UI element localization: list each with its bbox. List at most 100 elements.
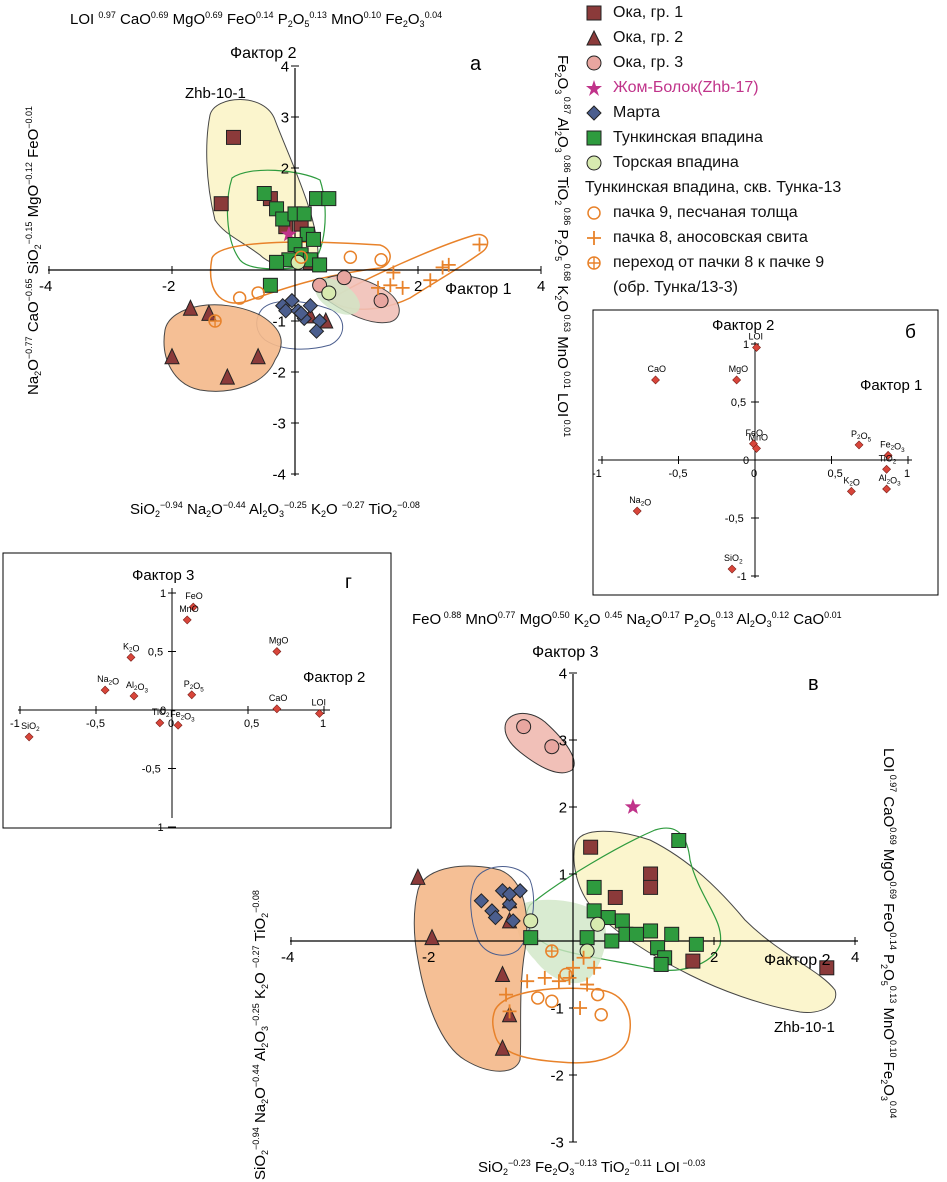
point-triangle-series-1 bbox=[219, 367, 236, 385]
loading-label: SiO2 bbox=[21, 721, 40, 733]
point-circle-series-6 bbox=[579, 943, 595, 959]
y-tick-label: -2 bbox=[551, 1067, 564, 1084]
loading-point-al2o3 bbox=[129, 691, 139, 701]
loading-label: LOI bbox=[311, 698, 326, 708]
legend-item: Марта bbox=[583, 100, 943, 125]
point-square-series-5 bbox=[256, 186, 272, 201]
x-tick-label: -2 bbox=[422, 949, 435, 966]
loading-point-na2o bbox=[632, 506, 642, 516]
point-plus-series-8 bbox=[423, 273, 438, 288]
y-tick-label: 0,5 bbox=[148, 646, 163, 658]
point-square-series-5 bbox=[269, 254, 285, 270]
loading-label: Al2O3 bbox=[879, 473, 902, 488]
point-square-series-5 bbox=[523, 930, 539, 946]
loading-point-mno bbox=[182, 615, 192, 625]
x-tick-label: -0,5 bbox=[669, 468, 688, 480]
point-square-series-5 bbox=[614, 913, 630, 929]
x-tick-label: 4 bbox=[851, 949, 859, 966]
x-tick-label: 0,5 bbox=[244, 718, 259, 730]
legend-item: Тункинская впадина, скв. Тунка-13 bbox=[585, 179, 842, 196]
loading-point-k2o bbox=[846, 486, 856, 496]
loading-label: FeO bbox=[185, 591, 203, 601]
point-circle-series-2 bbox=[373, 293, 389, 309]
x-tick-label: 0 bbox=[751, 468, 757, 480]
loading-point-fe2o3 bbox=[883, 450, 893, 460]
panel-a-ylabel: Фактор 2 bbox=[230, 45, 297, 62]
point-square-series-5 bbox=[604, 933, 620, 949]
point-open-circle-series-7 bbox=[343, 250, 358, 264]
point-open-circle-series-7 bbox=[559, 967, 573, 982]
point-diamond-series-4 bbox=[501, 886, 518, 902]
point-diamond-series-4 bbox=[505, 913, 521, 929]
loading-point-p2o5 bbox=[854, 440, 864, 450]
panel-v-scatter: FeO 0.88 MnO0.77 MgO0.50 K2O 0.45 Na2O0.… bbox=[251, 610, 898, 1180]
point-diamond-series-4 bbox=[473, 893, 490, 909]
point-triangle-series-1 bbox=[424, 928, 440, 946]
point-plus-series-8 bbox=[551, 974, 566, 989]
loading-label: K2O bbox=[123, 641, 140, 653]
point-plus-series-8 bbox=[472, 237, 487, 252]
point-square-series-5 bbox=[653, 956, 669, 972]
loading-point-sio2 bbox=[24, 732, 34, 742]
point-triangle-series-1 bbox=[182, 299, 199, 316]
loading-point-mgo bbox=[272, 647, 282, 656]
loading-label: CaO bbox=[648, 364, 667, 374]
loading-label: MgO bbox=[729, 364, 749, 374]
loading-label: LOI bbox=[749, 331, 764, 341]
point-diamond-series-4 bbox=[308, 323, 325, 339]
panel-a-scatter: LOI 0.97 CaO0.69 MgO0.69 FeO0.14 P2O50.1… bbox=[24, 10, 572, 519]
y-tick-label: -2 bbox=[273, 364, 286, 381]
y-tick-label: -1 bbox=[551, 1000, 564, 1017]
point-circle-series-6 bbox=[523, 913, 539, 929]
point-square-series-0 bbox=[583, 839, 599, 855]
panel-g-ylabel: Фактор 3 bbox=[132, 567, 194, 584]
loading-label: SiO2 bbox=[724, 553, 743, 565]
legend-open-circle-icon bbox=[587, 206, 601, 220]
y-tick-label: 4 bbox=[559, 665, 567, 682]
legend-item: Ока, гр. 3 bbox=[583, 50, 943, 75]
point-triangle-series-1 bbox=[164, 347, 180, 365]
loading-point-sio2 bbox=[727, 564, 737, 574]
panel-b-ylabel: Фактор 2 bbox=[712, 317, 774, 334]
point-triangle-series-1 bbox=[250, 347, 266, 365]
legend-square-icon bbox=[586, 5, 602, 21]
panel-a-left-formula: Na2O−0.77 CaO−0.65 SiO2−0.15 MgO−0.12 Fe… bbox=[24, 106, 43, 395]
point-triangle-series-1 bbox=[494, 965, 511, 982]
x-tick-label: 4 bbox=[537, 278, 545, 295]
loading-point-mgo bbox=[732, 375, 742, 385]
panel-a-top-formula: LOI 0.97 CaO0.69 MgO0.69 FeO0.14 P2O50.1… bbox=[70, 10, 442, 29]
panel-v-bottom-formula: SiO2−0.23 Fe2O3−0.13 TiO2−0.11 LOI −0.03 bbox=[478, 1158, 705, 1177]
point-diamond-series-4 bbox=[487, 909, 504, 926]
loading-label: CaO bbox=[269, 693, 288, 703]
legend-square-icon bbox=[586, 130, 602, 146]
panel-v-letter: в bbox=[808, 673, 819, 695]
y-tick-label: 3 bbox=[281, 109, 289, 126]
panel-a-envelope-pack9 bbox=[209, 241, 391, 304]
y-tick-label: -0,5 bbox=[142, 763, 161, 775]
point-circle-series-2 bbox=[516, 719, 532, 735]
panel-g-letter: г bbox=[345, 572, 352, 593]
point-square-series-5 bbox=[296, 206, 312, 222]
panel-b-xlabel: Фактор 1 bbox=[860, 377, 922, 394]
panel-a-letter: а bbox=[470, 53, 482, 75]
point-plus-series-8 bbox=[386, 265, 401, 280]
loading-point-feo bbox=[188, 602, 198, 612]
point-open-circle-series-7 bbox=[374, 253, 388, 267]
point-plus-series-8 bbox=[383, 278, 398, 293]
point-square-series-5 bbox=[305, 231, 321, 247]
point-circle-plus-series-9 bbox=[208, 314, 222, 328]
x-tick-label: 0,5 bbox=[828, 468, 843, 480]
loading-point-p2o5 bbox=[187, 690, 197, 700]
loading-label: FeO bbox=[745, 428, 763, 438]
loading-label: MnO bbox=[749, 432, 769, 442]
legend-circle-icon bbox=[586, 55, 602, 71]
loading-point-fe2o3 bbox=[173, 720, 183, 730]
point-square-series-0 bbox=[643, 866, 659, 882]
legend-item: (обр. Тунка/13-3) bbox=[613, 279, 738, 296]
panel-a-right-formula: Fe2O3 0.87 Al2O3 0.86 TiO2 0.86 P2O5 0.6… bbox=[553, 55, 572, 437]
